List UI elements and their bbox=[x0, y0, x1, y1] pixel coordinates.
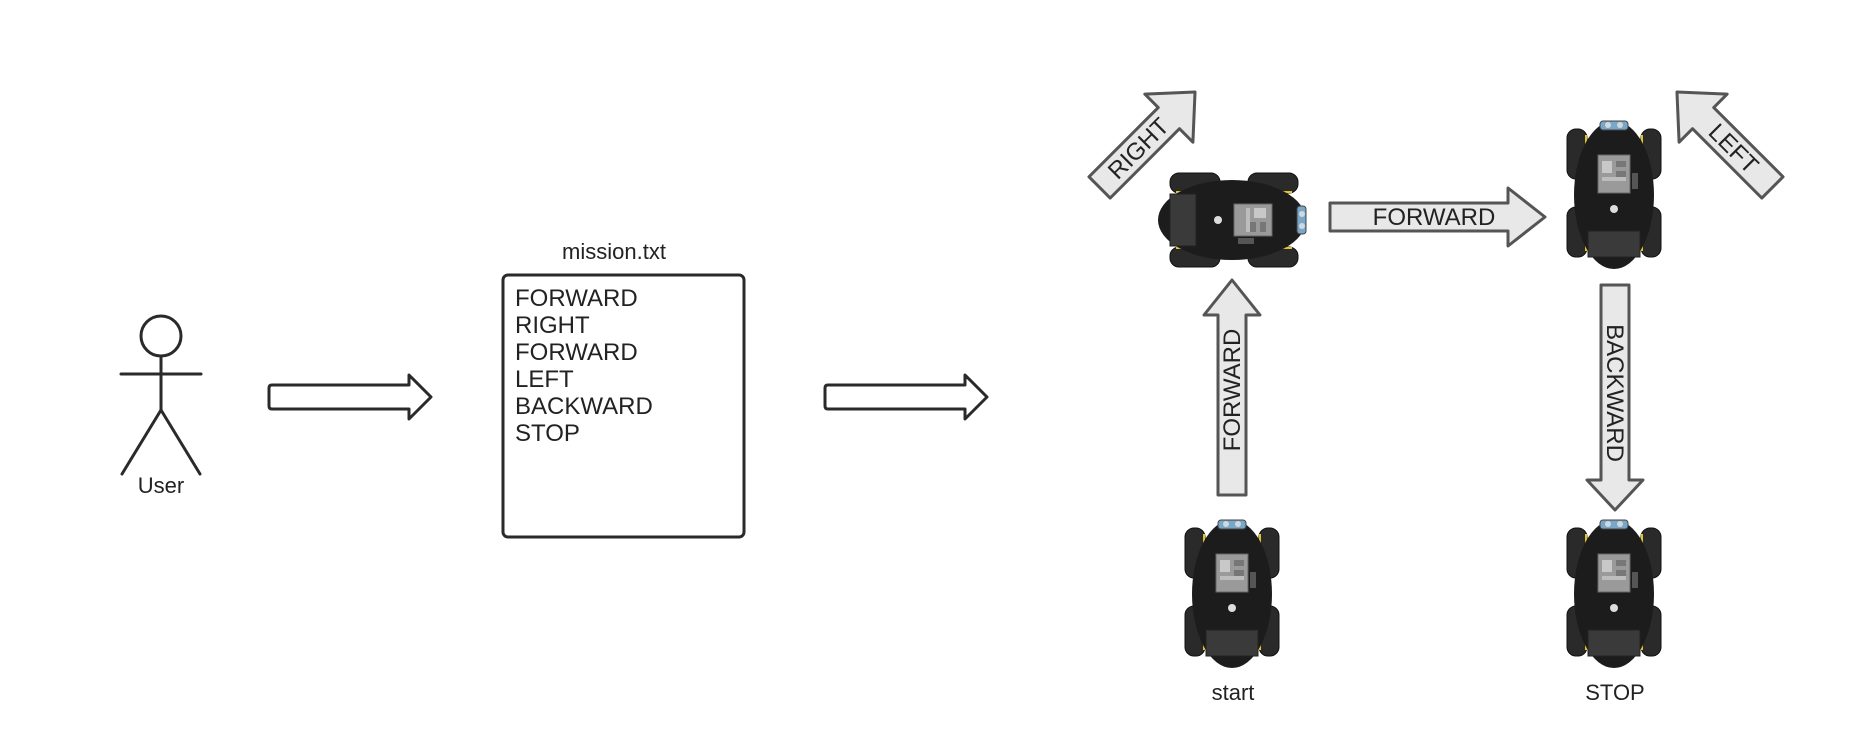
file-line: RIGHT bbox=[515, 312, 590, 339]
stop-label: STOP bbox=[1585, 680, 1645, 705]
arrow-right-turn-label: RIGHT bbox=[1103, 113, 1175, 185]
file-line: STOP bbox=[515, 420, 580, 447]
arrow-right-turn-shape bbox=[1087, 90, 1197, 200]
arrow-forward-up bbox=[1202, 278, 1262, 497]
arrow-backward-down bbox=[1585, 283, 1645, 512]
arrow-forward-right-label: FORWARD bbox=[1373, 204, 1496, 231]
arrow-left-turn-shape bbox=[1675, 90, 1785, 200]
file-line: FORWARD bbox=[515, 339, 638, 366]
robot-start bbox=[1184, 519, 1280, 669]
file-line: LEFT bbox=[515, 366, 574, 393]
actor-left-leg bbox=[120, 408, 163, 476]
arrow-left-turn: LEFT bbox=[1675, 90, 1785, 200]
robot-stop bbox=[1566, 519, 1662, 669]
flow-arrow-user-to-file bbox=[267, 373, 433, 421]
actor-head bbox=[139, 314, 183, 358]
arrow-forward-up-label: FORWARD bbox=[1219, 329, 1246, 452]
file-line: FORWARD bbox=[515, 285, 638, 312]
file-line: BACKWARD bbox=[515, 393, 653, 420]
flow-arrow-file-to-robot bbox=[823, 373, 989, 421]
robot-after-right bbox=[1157, 172, 1307, 268]
arrow-forward-right bbox=[1328, 186, 1547, 248]
user-actor bbox=[119, 314, 203, 476]
robot-after-forward bbox=[1566, 120, 1662, 270]
actor-label: User bbox=[138, 473, 184, 498]
arrow-backward-down-label: BACKWARD bbox=[1601, 324, 1628, 462]
actor-right-leg bbox=[159, 408, 202, 476]
file-contents: FORWARD RIGHT FORWARD LEFT BACKWARD STOP bbox=[515, 285, 653, 447]
file-title: mission.txt bbox=[562, 239, 666, 264]
file-box bbox=[501, 273, 746, 539]
start-label: start bbox=[1212, 680, 1255, 705]
